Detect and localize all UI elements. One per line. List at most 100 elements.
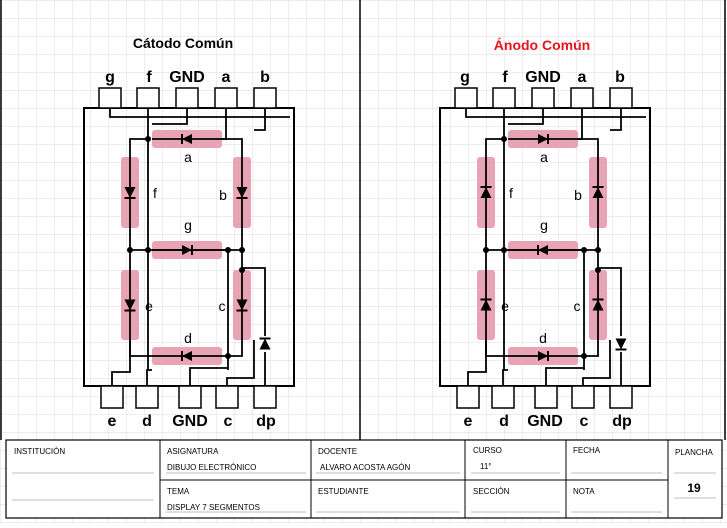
lead-c xyxy=(582,340,611,386)
lead-e xyxy=(111,340,131,386)
docente-label: DOCENTE xyxy=(318,447,357,456)
junction-dot xyxy=(225,353,231,359)
common-anode-schematic xyxy=(439,87,651,409)
diode-triangle xyxy=(538,134,548,144)
segment-label-d: d xyxy=(184,330,192,346)
junction-dot xyxy=(239,247,245,253)
diode-triangle xyxy=(480,299,492,311)
segment-dp-diode xyxy=(259,337,271,350)
bottom-pin-1 xyxy=(491,385,515,409)
bottom-pin-label-d: d xyxy=(499,413,509,430)
lead-b xyxy=(610,108,622,131)
segment-label-b: b xyxy=(574,187,582,203)
lead-gnd-top xyxy=(508,108,544,125)
bottom-pin-label-gnd: GND xyxy=(172,413,208,430)
diode-triangle xyxy=(182,351,192,361)
top-pin-2 xyxy=(531,87,555,109)
top-pin-label-g: g xyxy=(105,69,115,86)
bottom-pin-4 xyxy=(609,385,633,409)
title-block: INSTITUCIÓN ASIGNATURA DIBUJO ELECTRÓNIC… xyxy=(5,439,723,519)
tema-label: TEMA xyxy=(167,487,190,496)
segment-label-g: g xyxy=(184,217,192,233)
lead-d xyxy=(146,369,152,386)
diode-triangle xyxy=(236,187,248,198)
docente-value: ALVARO ACOSTA AGÓN xyxy=(320,463,410,472)
top-pin-3 xyxy=(214,87,238,109)
junction-dot xyxy=(127,247,133,253)
top-pin-4 xyxy=(253,87,277,109)
top-pin-3 xyxy=(570,87,594,109)
junction-dot xyxy=(483,247,489,253)
segment-dp-diode xyxy=(615,338,627,351)
top-pin-0 xyxy=(454,87,478,109)
top-pin-0 xyxy=(98,87,122,109)
lead-e xyxy=(467,340,487,386)
segment-e-diode xyxy=(480,298,492,311)
segment-label-e: e xyxy=(501,298,509,314)
segment-d-diode xyxy=(538,351,549,361)
segment-f-diode xyxy=(480,186,492,198)
diode-triangle xyxy=(124,299,136,311)
curso-label: CURSO xyxy=(473,446,502,455)
tema-value: DISPLAY 7 SEGMENTOS xyxy=(167,503,260,512)
f-top xyxy=(485,138,504,157)
right-panel-title: Ánodo Común xyxy=(494,37,590,53)
seccion-label: SECCIÓN xyxy=(473,487,510,496)
curso-value: 11° xyxy=(480,462,492,471)
bottom-pin-2 xyxy=(534,385,558,409)
top-pin-label-a: a xyxy=(222,69,231,86)
segment-label-f: f xyxy=(509,185,513,201)
b-top xyxy=(578,138,599,157)
top-pin-labels: g f GND a b xyxy=(105,69,270,86)
top-pin-label-a: a xyxy=(578,69,587,86)
bottom-pin-label-dp: dp xyxy=(612,413,632,430)
lead-g xyxy=(465,108,646,118)
bottom-pin-label-c: c xyxy=(580,413,589,430)
asignatura-value: DIBUJO ELECTRÓNICO xyxy=(167,463,256,472)
nota-label: NOTA xyxy=(573,487,595,496)
junction-dot xyxy=(145,247,151,253)
lead-a xyxy=(222,108,227,140)
bottom-pin-label-dp: dp xyxy=(256,413,276,430)
lead-a xyxy=(578,108,583,140)
segment-a-diode xyxy=(181,134,192,144)
lead-dp-top xyxy=(598,267,622,336)
segment-b-diode xyxy=(236,187,248,199)
top-pin-label-gnd: GND xyxy=(169,69,205,86)
junction-dot xyxy=(581,353,587,359)
lead-g xyxy=(109,108,290,118)
fecha-label: FECHA xyxy=(573,446,601,455)
common-cathode-panel: Cátodo Común g f GND a b e d GND c dp a … xyxy=(105,35,276,430)
bottom-pin-label-c: c xyxy=(224,413,233,430)
bottom-pin-3 xyxy=(215,385,239,409)
top-pin-label-b: b xyxy=(615,69,625,86)
estudiante-label: ESTUDIANTE xyxy=(318,487,369,496)
diode-triangle xyxy=(236,299,248,311)
common-anode-panel: Ánodo Común g f GND a b e d GND c dp a b… xyxy=(460,37,632,430)
segment-d-diode xyxy=(181,351,192,361)
bottom-pin-labels: e d GND c dp xyxy=(108,413,276,430)
institucion-label: INSTITUCIÓN xyxy=(14,447,65,456)
plancha-value: 19 xyxy=(687,481,701,495)
junction-dot xyxy=(239,267,245,273)
b-top xyxy=(222,138,243,157)
top-pin-1 xyxy=(136,87,160,109)
left-panel-title: Cátodo Común xyxy=(133,35,233,51)
title-block-frame xyxy=(5,439,723,519)
f-top xyxy=(129,138,148,157)
segment-label-g: g xyxy=(540,217,548,233)
top-pin-label-b: b xyxy=(260,69,270,86)
diode-triangle xyxy=(480,187,492,198)
junction-dot xyxy=(501,247,507,253)
segment-c-diode xyxy=(592,298,604,311)
bottom-pin-2 xyxy=(178,385,202,409)
diode-triangle xyxy=(182,134,192,144)
diode-triangle xyxy=(592,187,604,198)
plancha-label: PLANCHA xyxy=(675,448,713,457)
top-pin-label-f: f xyxy=(146,69,152,86)
bottom-pin-label-e: e xyxy=(108,413,117,430)
bottom-pin-labels: e d GND c dp xyxy=(464,413,632,430)
bottom-pin-label-e: e xyxy=(464,413,473,430)
